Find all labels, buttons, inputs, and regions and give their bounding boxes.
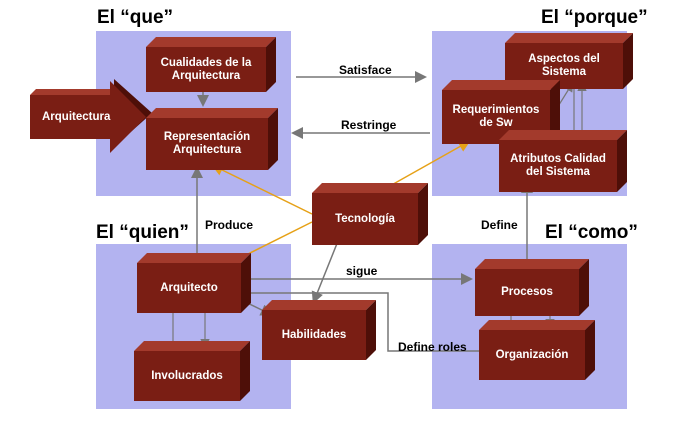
node-tecnologia-box: Tecnología <box>312 183 428 245</box>
box-side-face <box>366 300 376 360</box>
box-side-face <box>550 80 560 144</box>
edge-label-sigue: sigue <box>346 264 378 278</box>
box-side-face <box>241 253 251 313</box>
box-top-face <box>134 341 250 351</box>
node-tecnologia: Tecnología <box>312 193 418 245</box>
box-top-face <box>499 130 627 140</box>
arquitectura-arrow-shape <box>30 79 152 153</box>
arrow-tecnologia-habilidades <box>311 235 341 304</box>
node-arquitectura: Arquitectura <box>42 111 111 123</box>
heading-como: El “como” <box>545 222 638 243</box>
node-aspectos-box: Aspectos del Sistema <box>505 33 633 89</box>
node-arquitecto: Arquitecto <box>137 263 241 313</box>
node-requerimientos-box: Requerimientos de Sw <box>442 80 560 144</box>
box-side-face <box>266 37 276 92</box>
box-side-face <box>268 108 278 170</box>
node-requerimientos: Requerimientos de Sw <box>442 90 550 144</box>
node-cualidades: Cualidades de la Arquitectura <box>146 47 266 92</box>
node-organizacion-box: Organización <box>479 320 595 380</box>
node-organizacion: Organización <box>479 330 585 380</box>
box-top-face <box>262 300 376 310</box>
node-atributos: Atributos Calidad del Sistema <box>499 140 617 192</box>
node-habilidades: Habilidades <box>262 310 366 360</box>
edge-label-define-roles: Define roles <box>398 340 467 354</box>
edge-label-produce: Produce <box>205 218 254 232</box>
heading-que: El “que” <box>97 7 174 28</box>
box-side-face <box>579 259 589 316</box>
heading-quien: El “quien” <box>96 222 189 243</box>
node-procesos-box: Procesos <box>475 259 589 316</box>
heading-porque: El “porque” <box>541 7 648 28</box>
node-involucrados: Involucrados <box>134 351 240 401</box>
box-top-face <box>442 80 560 90</box>
box-side-face <box>623 33 633 89</box>
node-cualidades-box: Cualidades de la Arquitectura <box>146 37 276 92</box>
box-top-face <box>146 37 276 47</box>
node-involucrados-box: Involucrados <box>134 341 250 401</box>
node-arquitecto-box: Arquitecto <box>137 253 251 313</box>
box-top-face <box>479 320 595 330</box>
node-procesos: Procesos <box>475 269 579 316</box>
node-representacion-box: Representación Arquitectura <box>146 108 278 170</box>
node-atributos-box: Atributos Calidad del Sistema <box>499 130 627 192</box>
box-side-face <box>240 341 250 401</box>
node-representacion: Representación Arquitectura <box>146 118 268 170</box>
box-top-face <box>505 33 633 43</box>
box-side-face <box>418 183 428 245</box>
edge-label-restringe: Restringe <box>341 118 397 132</box>
box-side-face <box>585 320 595 380</box>
box-side-face <box>617 130 627 192</box>
box-top-face <box>146 108 278 118</box>
edge-label-satisface: Satisface <box>339 63 392 77</box>
box-top-face <box>312 183 428 193</box>
edge-label-define: Define <box>481 218 518 232</box>
box-top-face <box>137 253 251 263</box>
box-top-face <box>475 259 589 269</box>
node-habilidades-box: Habilidades <box>262 300 376 360</box>
